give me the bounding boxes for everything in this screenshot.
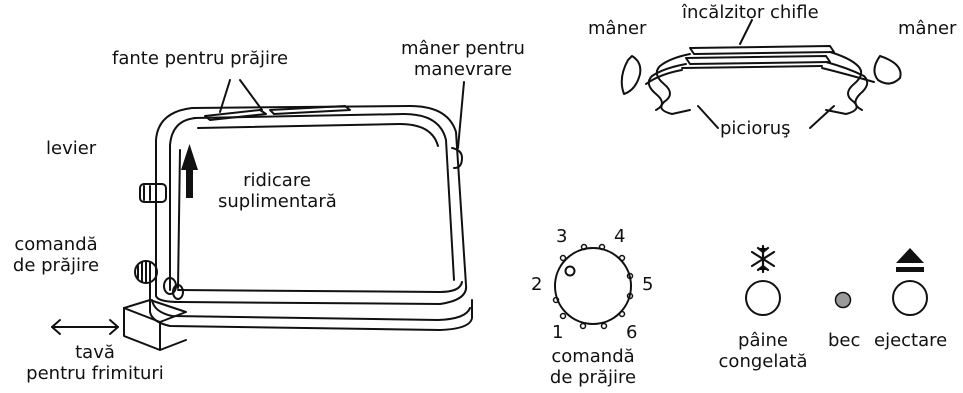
lever-shape [139, 183, 167, 203]
browning-control-label-line2: de prăjire [12, 255, 100, 276]
crumb-tray-label: tavă pentru frimituri [20, 342, 170, 384]
browning-dial [554, 247, 632, 325]
toaster-body [149, 105, 473, 331]
dial-number-5: 5 [642, 274, 654, 295]
browning-control-label: comandă de prăjire [4, 234, 108, 276]
dial-number-6: 6 [626, 322, 638, 343]
extra-lift-label-line1: ridicare [243, 170, 311, 191]
dial-number-4: 4 [614, 226, 626, 247]
eject-button-shape [892, 280, 928, 316]
crumb-tray-label-line2: pentru frimituri [26, 363, 164, 384]
crumb-tray-shape [123, 299, 187, 351]
lamp-label: bec [828, 330, 861, 351]
lift-handle-label-line1: mâner pentru [401, 38, 525, 59]
bun-warmer-handle-left-label: mâner [588, 18, 647, 39]
browning-control-label-line1: comandă [14, 234, 98, 255]
toaster-slots [204, 105, 351, 121]
lever-label: levier [46, 138, 97, 159]
lamp-indicator [834, 291, 852, 309]
slots-label: fante pentru prăjire [112, 48, 289, 69]
extra-lift-label: ridicare suplimentară [218, 170, 337, 212]
frozen-button-shape [745, 280, 781, 316]
lift-handle-label-line2: manevrare [413, 59, 513, 80]
dial-label-line1: comandă [551, 346, 635, 367]
frozen-bread-label-line1: pâine [738, 330, 788, 351]
bun-warmer-foot-label: picioruş [720, 118, 791, 139]
lift-handle-label: mâner pentru manevrare [398, 38, 528, 80]
dial-number-1: 1 [552, 322, 564, 343]
dial-label: comandă de prăjire [540, 346, 646, 388]
extra-lift-label-line2: suplimentară [218, 191, 337, 212]
dial-label-line2: de prăjire [549, 367, 637, 388]
eject-label: ejectare [874, 330, 948, 351]
eject-icon [896, 248, 924, 272]
bun-warmer-handle-right-label: mâner [898, 18, 957, 39]
frozen-bread-label-line2: congelată [718, 351, 808, 372]
browning-knob-shape [134, 260, 184, 300]
snowflake-icon [750, 244, 776, 274]
crumb-tray-label-line1: tavă [75, 342, 115, 363]
dial-number-3: 3 [556, 226, 568, 247]
bun-warmer-shape [620, 19, 902, 129]
dial-number-2: 2 [531, 274, 543, 295]
dial-tick-marks [552, 243, 634, 330]
bun-warmer-title: încălzitor chifle [682, 2, 819, 23]
frozen-bread-label: pâine congelată [716, 330, 810, 372]
extra-lift-arrow-icon [181, 144, 198, 198]
